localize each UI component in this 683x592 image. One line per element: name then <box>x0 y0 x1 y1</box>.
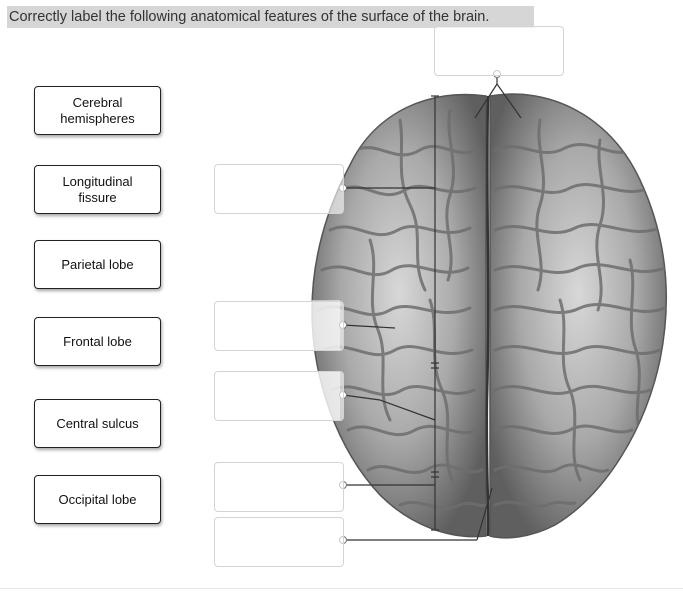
longitudinal-fissure-line <box>485 95 490 537</box>
label-central-sulcus[interactable]: Central sulcus <box>34 399 161 448</box>
label-text-line1: Longitudinal <box>62 173 133 189</box>
leader-lines <box>342 74 522 541</box>
drop-target-4[interactable] <box>214 371 344 421</box>
drop-target-3[interactable] <box>214 301 344 351</box>
label-text: Occipital lobe <box>58 491 137 507</box>
label-text-line2: fissure <box>78 189 117 205</box>
label-frontal-lobe[interactable]: Frontal lobe <box>34 317 161 366</box>
right-hemisphere <box>489 93 668 539</box>
label-text: Frontal lobe <box>63 333 132 349</box>
label-text: Parietal lobe <box>61 256 134 272</box>
label-parietal-lobe[interactable]: Parietal lobe <box>34 240 161 289</box>
footer-divider <box>0 588 683 589</box>
question-instruction: Correctly label the following anatomical… <box>7 6 534 28</box>
drop-target-1[interactable] <box>434 26 564 76</box>
label-text: Central sulcus <box>56 415 139 431</box>
label-text-line2: hemispheres <box>60 110 135 126</box>
drop-target-5[interactable] <box>214 462 344 512</box>
label-occipital-lobe[interactable]: Occipital lobe <box>34 475 161 524</box>
drop-target-6[interactable] <box>214 517 344 567</box>
drop-target-2[interactable] <box>214 164 344 214</box>
label-text-line1: Cerebral <box>72 94 123 110</box>
